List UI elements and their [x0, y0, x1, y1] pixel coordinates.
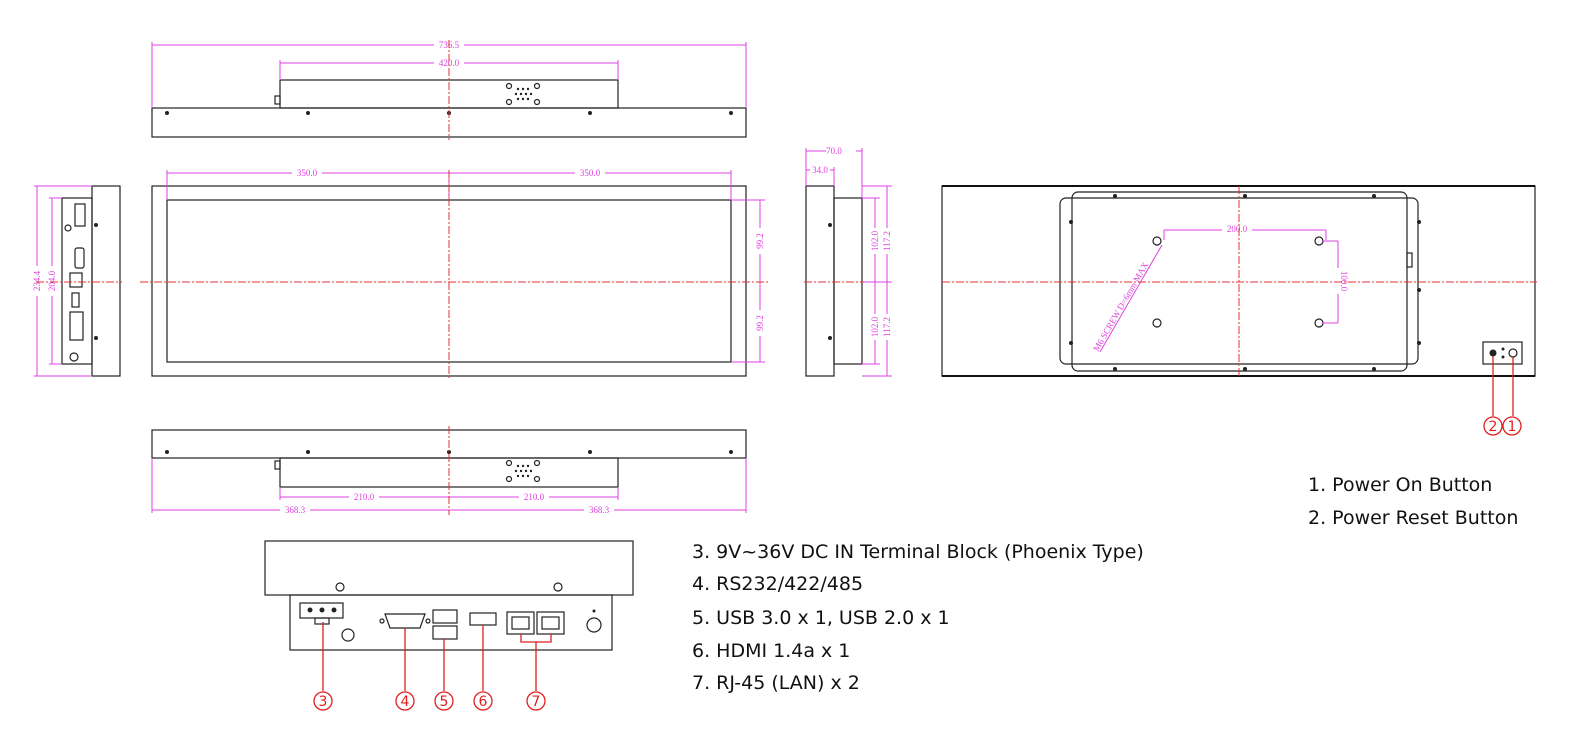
lan-ports	[506, 611, 565, 635]
bottom-view: 210.0 210.0 368.3 368.3	[151, 426, 747, 515]
serial-port	[379, 613, 431, 629]
reset-button	[1489, 349, 1497, 357]
back-view: 200.0 100.0 M6 SCREW D=6mm MAX 2 1	[941, 185, 1537, 436]
terminal-block-connector	[299, 602, 344, 625]
dim-210-left: 210.0	[354, 492, 375, 502]
legend-item: 1. Power On Button	[1308, 474, 1492, 496]
button-panel	[1482, 341, 1523, 365]
svg-text:4: 4	[401, 694, 410, 710]
io-view: 3 4 5 6 7	[264, 540, 634, 711]
legend: 1. Power On Button 2. Power Reset Button…	[692, 474, 1518, 694]
svg-text:1: 1	[1508, 419, 1517, 435]
left-side-view: 234.4 204.0	[32, 185, 122, 377]
callout-2	[1483, 416, 1503, 436]
dim-99-2-top: 99.2	[755, 233, 765, 249]
svg-text:6: 6	[479, 694, 488, 710]
svg-text:2: 2	[1489, 419, 1498, 435]
legend-item: 2. Power Reset Button	[1308, 507, 1518, 529]
dim-vesa-100: 100.0	[1339, 271, 1349, 292]
legend-item: 3. 9V~36V DC IN Terminal Block (Phoenix …	[692, 541, 1144, 563]
callout-3	[313, 691, 333, 711]
legend-item: 5. USB 3.0 x 1, USB 2.0 x 1	[692, 607, 950, 629]
dim-vesa-200: 200.0	[1227, 224, 1248, 234]
callout-4	[395, 691, 415, 711]
power-button	[1508, 348, 1518, 358]
right-side-view: 70.0 34.0 102.0 102.0 117.2 117.2	[804, 146, 892, 377]
legend-item: 7. RJ-45 (LAN) x 2	[692, 672, 860, 694]
dim-70: 70.0	[826, 146, 842, 156]
dim-204: 204.0	[47, 270, 57, 291]
dim-102-top: 102.0	[870, 230, 880, 251]
dim-210-right: 210.0	[524, 492, 545, 502]
dim-234-4: 234.4	[32, 270, 42, 291]
dim-350-left: 350.0	[297, 168, 318, 178]
usb-ports	[432, 609, 458, 640]
svg-text:3: 3	[319, 694, 328, 710]
callout-7	[526, 691, 546, 711]
top-view: 736.5 420.0	[151, 40, 747, 140]
dim-368-3-left: 368.3	[285, 505, 306, 515]
dim-420: 420.0	[439, 58, 460, 68]
dim-117-2-top: 117.2	[882, 231, 892, 251]
dim-350-right: 350.0	[580, 168, 601, 178]
dim-117-2-bottom: 117.2	[882, 317, 892, 337]
vesa-screw-note: M6 SCREW D=6mm MAX	[1091, 260, 1150, 353]
callout-6	[473, 691, 493, 711]
hdmi-port	[469, 612, 497, 626]
legend-item: 6. HDMI 1.4a x 1	[692, 640, 850, 662]
dim-368-3-right: 368.3	[589, 505, 610, 515]
svg-text:7: 7	[532, 694, 541, 710]
callout-1	[1502, 416, 1522, 436]
front-view: 350.0 350.0 99.2 99.2	[140, 168, 770, 380]
dim-102-bottom: 102.0	[870, 316, 880, 337]
dim-34: 34.0	[812, 165, 828, 175]
legend-item: 4. RS232/422/485	[692, 573, 863, 595]
vent-holes	[505, 82, 541, 106]
svg-text:5: 5	[440, 694, 449, 710]
callout-5	[434, 691, 454, 711]
dim-99-2-bottom: 99.2	[755, 315, 765, 331]
